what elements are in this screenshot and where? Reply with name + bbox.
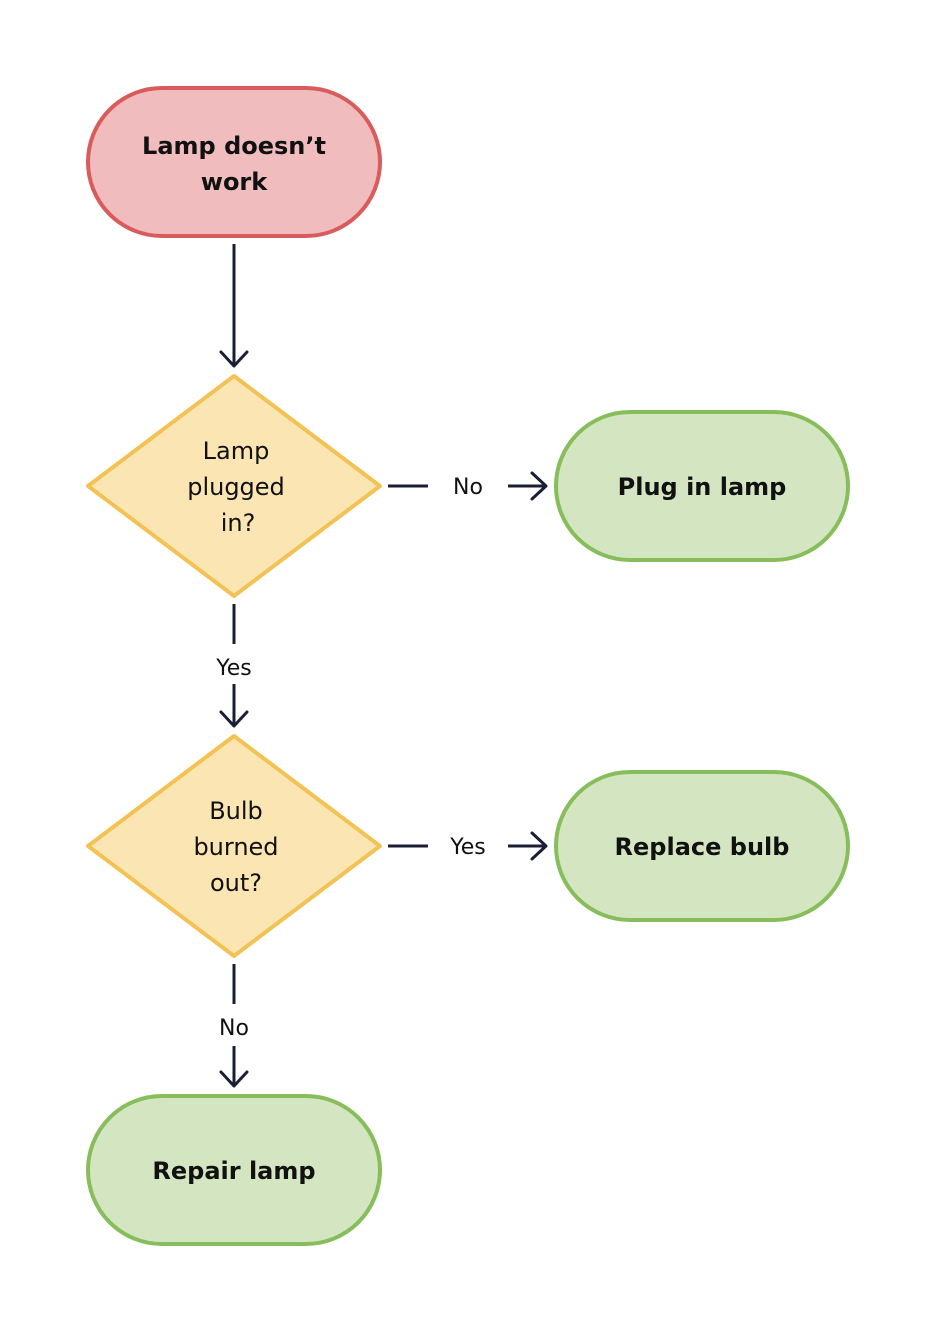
decision-diamond-shape: [86, 374, 382, 598]
repair-label: Repair lamp: [152, 1157, 315, 1185]
plug-terminal-shape: [554, 410, 850, 562]
decision2-label-line2: burned: [193, 833, 278, 861]
repair-terminal-shape: [86, 1094, 382, 1246]
arrow-down-icon: [219, 350, 249, 368]
decision2-label-line3: out?: [210, 869, 262, 897]
edge-label-no: No: [453, 475, 483, 500]
edge-label-yes: Yes: [215, 656, 252, 681]
decision-diamond-shape: [86, 734, 382, 958]
node-replace-bulb: Replace bulb: [554, 770, 850, 922]
node-start: Lamp doesn’t work: [86, 86, 382, 238]
start-label-line1: Lamp doesn’t: [142, 132, 326, 160]
start-terminal-shape: [86, 86, 382, 238]
node-plug-in-lamp: Plug in lamp: [554, 410, 850, 562]
decision2-label-line1: Bulb: [209, 797, 263, 825]
start-label-line2: work: [201, 168, 268, 196]
edge-decision1-no: No: [388, 471, 548, 501]
edge-decision1-yes: Yes: [215, 604, 252, 728]
node-repair-lamp: Repair lamp: [86, 1094, 382, 1246]
replace-terminal-shape: [554, 770, 850, 922]
node-decision-bulb: Bulb burned out?: [86, 734, 382, 958]
replace-label: Replace bulb: [615, 833, 790, 861]
edge-label-no: No: [219, 1016, 249, 1041]
arrow-right-icon: [530, 471, 548, 501]
edge-decision2-no: No: [219, 964, 249, 1088]
edge-label-yes: Yes: [449, 835, 486, 860]
edge-start-to-decision1: [219, 244, 249, 368]
edge-decision2-yes: Yes: [388, 831, 548, 861]
decision1-label-line3: in?: [221, 509, 256, 537]
decision1-label-line2: plugged: [187, 473, 285, 501]
decision1-label-line1: Lamp: [203, 437, 270, 465]
node-decision-plugged: Lamp plugged in?: [86, 374, 382, 598]
arrow-right-icon: [530, 831, 548, 861]
plug-label: Plug in lamp: [618, 473, 787, 501]
arrow-down-icon: [219, 710, 249, 728]
arrow-down-icon: [219, 1070, 249, 1088]
